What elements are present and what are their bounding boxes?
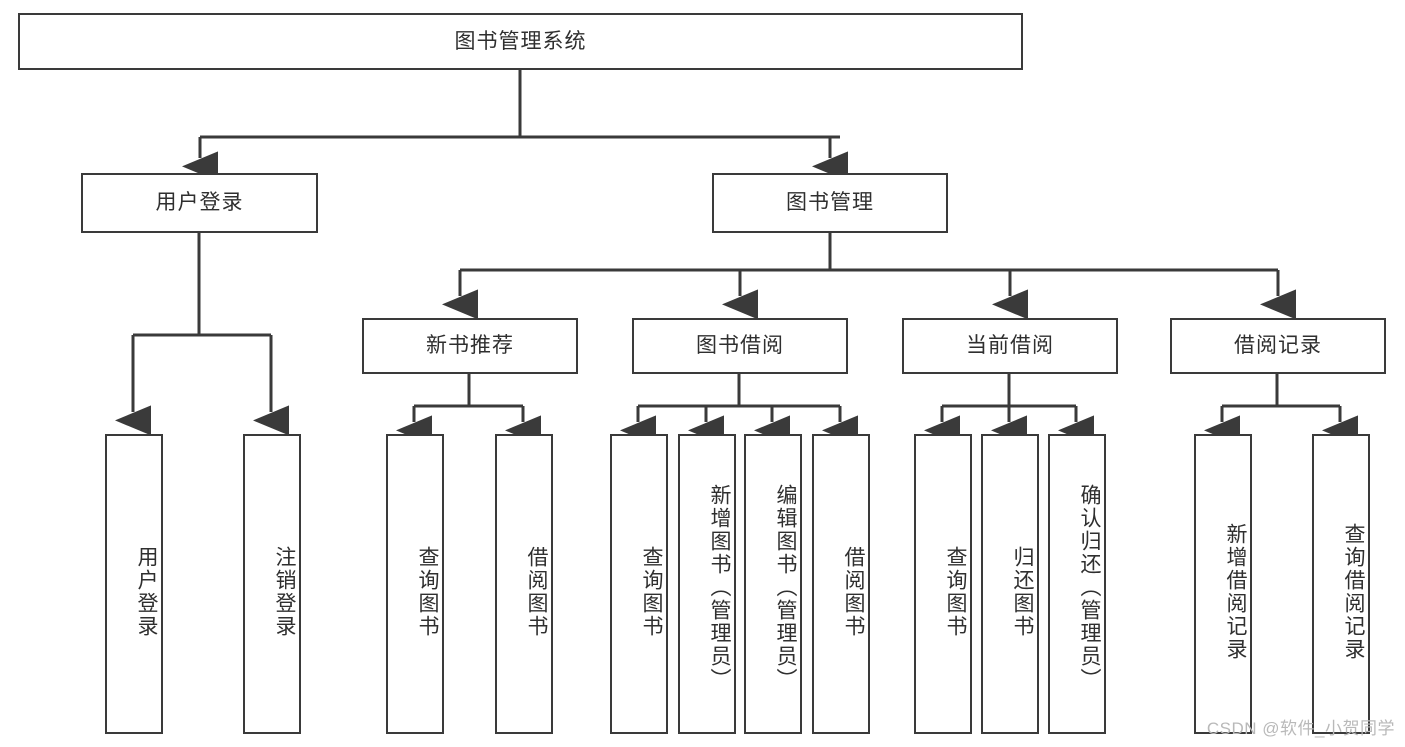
node-leaf-user-login-label: 用户登录	[135, 546, 158, 638]
node-leaf-return-book-label: 归还图书	[1011, 546, 1034, 638]
node-book-borrow[interactable]: 图书借阅	[632, 318, 848, 374]
node-current-borrow-label: 当前借阅	[966, 334, 1054, 358]
node-leaf-user-login[interactable]: 用户登录	[105, 434, 163, 734]
node-leaf-borrow-book-2[interactable]: 借阅图书	[812, 434, 870, 734]
node-leaf-borrow-book-1-label: 借阅图书	[525, 546, 548, 638]
node-leaf-borrow-book-1[interactable]: 借阅图书	[495, 434, 553, 734]
node-leaf-borrow-book-2-label: 借阅图书	[842, 546, 865, 638]
node-book-manage-label: 图书管理	[786, 191, 874, 215]
node-current-borrow[interactable]: 当前借阅	[902, 318, 1118, 374]
node-leaf-query-record[interactable]: 查询借阅记录	[1312, 434, 1370, 734]
node-leaf-add-book[interactable]: 新增图书（管理员）	[678, 434, 736, 734]
node-leaf-edit-book[interactable]: 编辑图书（管理员）	[744, 434, 802, 734]
node-leaf-query-book-1-label: 查询图书	[416, 546, 439, 638]
node-leaf-add-book-label: 新增图书（管理员）	[708, 483, 731, 691]
node-book-borrow-label: 图书借阅	[696, 334, 784, 358]
node-new-book-recommend-label: 新书推荐	[426, 334, 514, 358]
node-leaf-query-book-1[interactable]: 查询图书	[386, 434, 444, 734]
node-leaf-query-record-label: 查询借阅记录	[1342, 523, 1365, 661]
node-leaf-logout-login-label: 注销登录	[273, 546, 296, 638]
node-new-book-recommend[interactable]: 新书推荐	[362, 318, 578, 374]
node-leaf-confirm-return[interactable]: 确认归还（管理员）	[1048, 434, 1106, 734]
watermark-label: CSDN @软件_小贺同学	[1206, 719, 1395, 738]
node-borrow-record-label: 借阅记录	[1234, 334, 1322, 358]
node-leaf-add-record[interactable]: 新增借阅记录	[1194, 434, 1252, 734]
node-leaf-query-book-2[interactable]: 查询图书	[610, 434, 668, 734]
node-leaf-return-book[interactable]: 归还图书	[981, 434, 1039, 734]
node-leaf-query-book-3[interactable]: 查询图书	[914, 434, 972, 734]
node-leaf-add-record-label: 新增借阅记录	[1224, 523, 1247, 661]
node-leaf-query-book-3-label: 查询图书	[944, 546, 967, 638]
node-leaf-logout-login[interactable]: 注销登录	[243, 434, 301, 734]
node-root[interactable]: 图书管理系统	[18, 13, 1023, 70]
node-book-manage[interactable]: 图书管理	[712, 173, 948, 233]
node-root-label: 图书管理系统	[454, 29, 587, 53]
node-user-login[interactable]: 用户登录	[81, 173, 318, 233]
node-leaf-confirm-return-label: 确认归还（管理员）	[1078, 483, 1101, 691]
node-leaf-query-book-2-label: 查询图书	[640, 546, 663, 638]
node-borrow-record[interactable]: 借阅记录	[1170, 318, 1386, 374]
node-leaf-edit-book-label: 编辑图书（管理员）	[774, 483, 797, 691]
node-user-login-label: 用户登录	[155, 191, 244, 215]
